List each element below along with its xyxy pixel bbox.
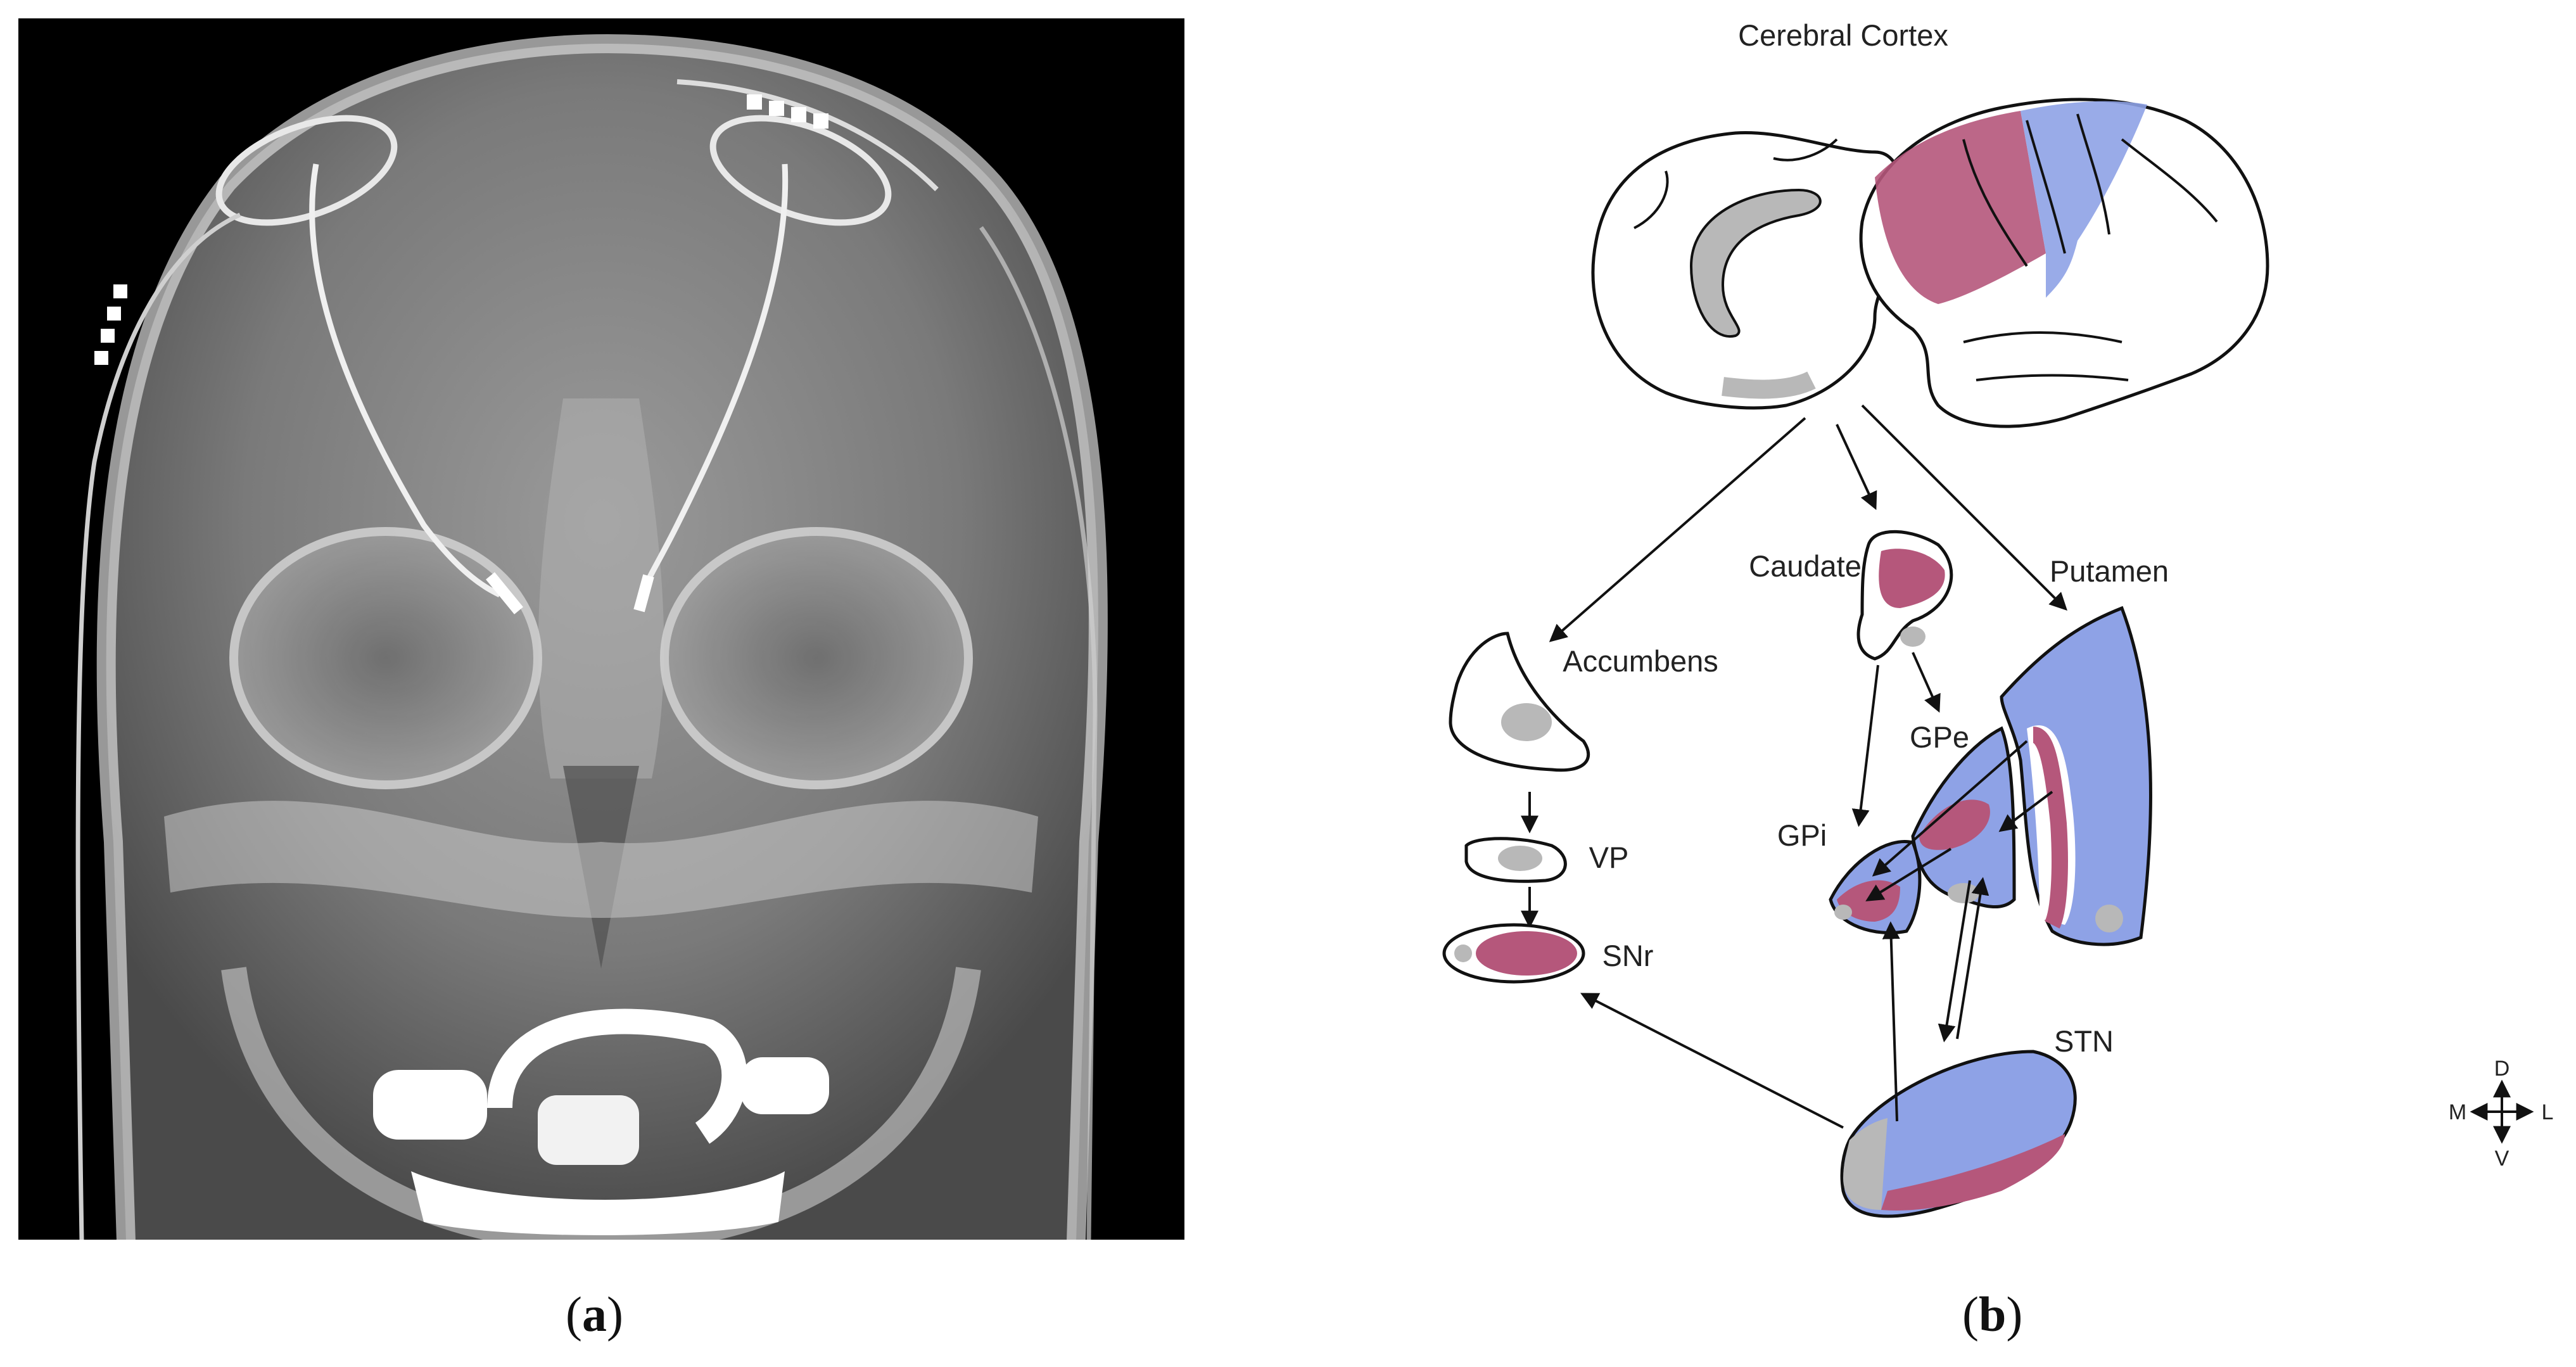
label-cerebral-cortex: Cerebral Cortex [1738,18,1948,52]
left-burr-hole-ring [215,115,398,226]
skull-xray-illustration [18,18,1184,1240]
right-orbit [660,527,973,789]
label-snr: SNr [1602,939,1654,972]
substantia-nigra-reticulata [1442,923,1585,984]
label-gpe: GPe [1910,720,1969,754]
globus-pallidus-internus [1829,840,1922,935]
label-gpi: GPi [1777,818,1827,852]
lateral-hemisphere [1859,98,2269,428]
label-vp: VP [1589,841,1629,874]
label-putamen: Putamen [2050,554,2169,588]
lead-connector-right [747,94,828,129]
xray-image [18,18,1184,1240]
basal-ganglia-diagram: Cerebral Cortex [1393,0,2576,1242]
label-stn: STN [2054,1024,2114,1058]
caudate-nucleus [1856,530,1953,661]
orientation-compass: D V M L [2449,1057,2554,1171]
label-accumbens: Accumbens [1563,644,1718,678]
circuit-svg: Cerebral Cortex [1442,18,2554,1218]
ventral-pallidum [1464,837,1567,883]
compass-dorsal: D [2494,1057,2510,1081]
caption-b: (b) [1962,1287,2023,1342]
medial-hemisphere [1591,131,1915,410]
globus-pallidus-externus [1911,726,2016,909]
label-caudate: Caudate [1749,549,1862,583]
compass-lateral: L [2542,1100,2554,1124]
compass-medial: M [2449,1100,2466,1124]
right-lead [639,163,789,596]
caption-a: (a) [566,1287,623,1342]
nucleus-accumbens [1449,632,1590,772]
lead-connector-left [94,284,127,365]
left-orbit [229,527,542,789]
left-lead [309,163,502,598]
compass-ventral: V [2495,1147,2509,1171]
subthalamic-nucleus [1840,1050,2077,1218]
putamen [2000,606,2152,946]
